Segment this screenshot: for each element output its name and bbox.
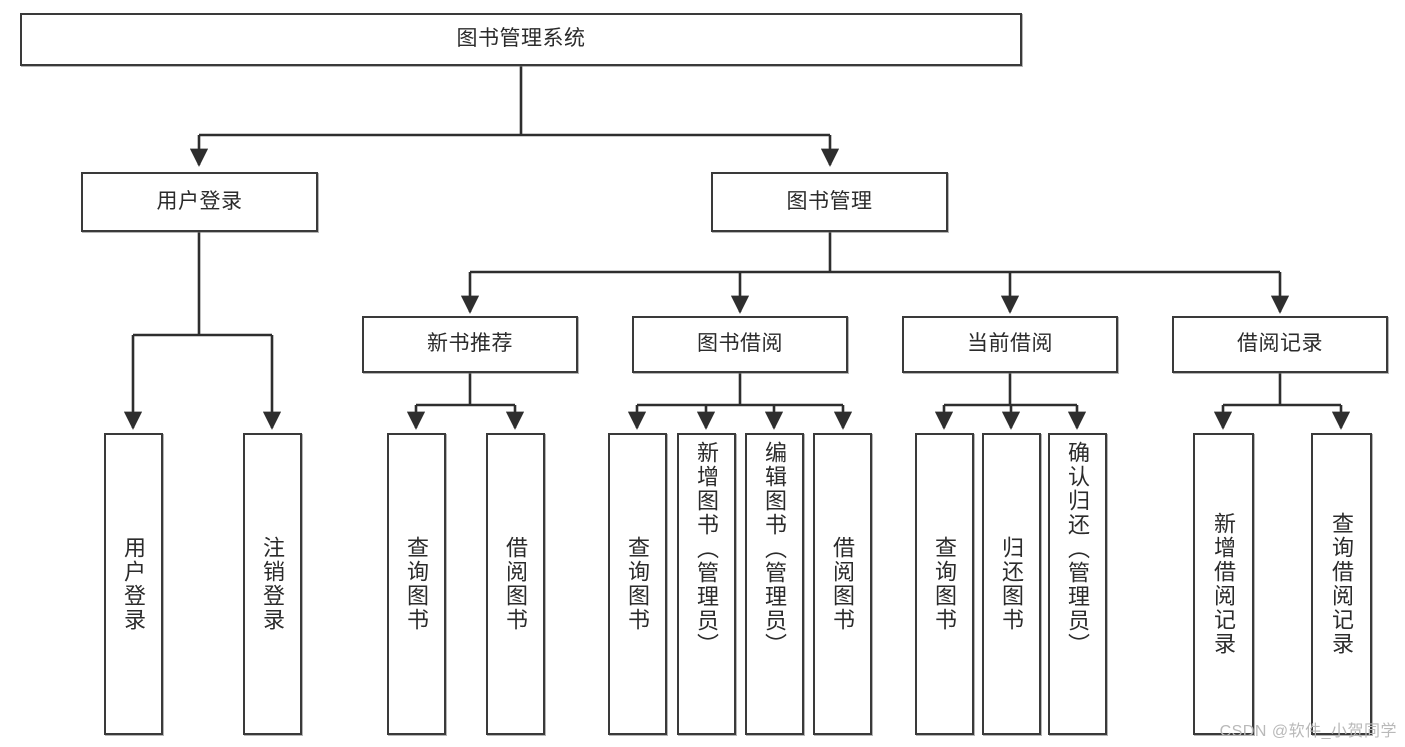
node-user-login[interactable]: 用户登录 [81, 172, 318, 232]
node-label: 图书管理 [786, 189, 873, 213]
node-label: 查询图书 [625, 536, 651, 632]
node-label: 注销登录 [260, 536, 286, 632]
leaf-record-add-record[interactable]: 新增借阅记录 [1193, 433, 1254, 735]
leaf-user-login-signout[interactable]: 注销登录 [243, 433, 302, 735]
leaf-recommend-query-book[interactable]: 查询图书 [387, 433, 446, 735]
node-label: 查询图书 [932, 536, 958, 632]
node-root-system[interactable]: 图书管理系统 [20, 13, 1022, 66]
leaf-user-login-signin[interactable]: 用户登录 [104, 433, 163, 735]
node-label: 新书推荐 [427, 332, 513, 356]
node-label: 借阅图书 [830, 536, 856, 632]
node-label: 归还图书 [999, 536, 1025, 632]
leaf-borrow-query-book[interactable]: 查询图书 [608, 433, 667, 735]
node-label: 用户登录 [156, 189, 243, 213]
node-book-management[interactable]: 图书管理 [711, 172, 948, 232]
node-current-borrow[interactable]: 当前借阅 [902, 316, 1118, 373]
node-label: 图书借阅 [697, 332, 783, 356]
leaf-current-return-book[interactable]: 归还图书 [982, 433, 1041, 735]
node-borrow-record[interactable]: 借阅记录 [1172, 316, 1388, 373]
node-label: 编辑图书（管理员） [762, 441, 788, 657]
leaf-borrow-borrow-book[interactable]: 借阅图书 [813, 433, 872, 735]
node-new-book-recommend[interactable]: 新书推荐 [362, 316, 578, 373]
node-label: 当前借阅 [967, 332, 1053, 356]
node-label: 新增图书（管理员） [694, 441, 720, 657]
node-label: 查询图书 [404, 536, 430, 632]
node-label: 借阅图书 [503, 536, 529, 632]
node-label: 借阅记录 [1237, 332, 1323, 356]
leaf-current-query-book[interactable]: 查询图书 [915, 433, 974, 735]
leaf-borrow-edit-book-admin[interactable]: 编辑图书（管理员） [745, 433, 804, 735]
node-label: 确认归还（管理员） [1065, 441, 1091, 657]
leaf-current-confirm-return-admin[interactable]: 确认归还（管理员） [1048, 433, 1107, 735]
leaf-borrow-add-book-admin[interactable]: 新增图书（管理员） [677, 433, 736, 735]
node-book-borrow[interactable]: 图书借阅 [632, 316, 848, 373]
node-label: 用户登录 [121, 536, 147, 632]
leaf-record-query-record[interactable]: 查询借阅记录 [1311, 433, 1372, 735]
node-label: 查询借阅记录 [1329, 512, 1355, 656]
node-label: 新增借阅记录 [1211, 512, 1237, 656]
csdn-watermark: CSDN @软件_小贺同学 [1219, 723, 1397, 740]
node-label: 图书管理系统 [456, 27, 586, 51]
leaf-recommend-borrow-book[interactable]: 借阅图书 [486, 433, 545, 735]
